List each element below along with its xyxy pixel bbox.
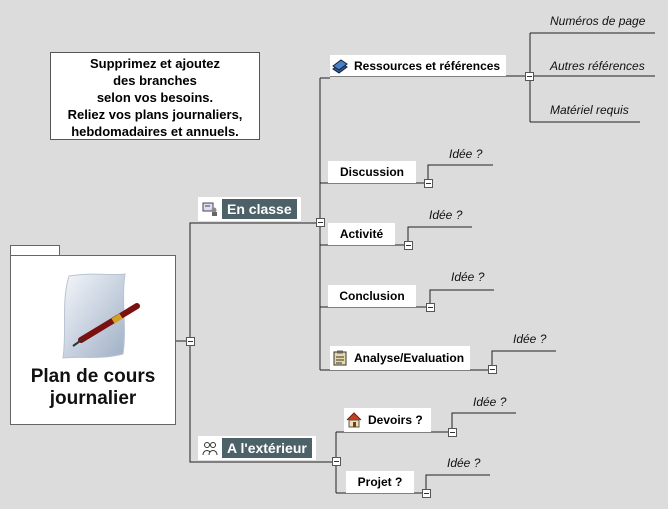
root-collapse-toggle[interactable] bbox=[186, 337, 195, 346]
note-line: des branches bbox=[113, 73, 197, 88]
leaf-idee-analyse[interactable]: Idée ? bbox=[513, 332, 547, 346]
topic-en-classe[interactable]: En classe bbox=[198, 197, 301, 221]
topic-projet-label: Projet ? bbox=[357, 475, 403, 489]
topic-devoirs[interactable]: Devoirs ? bbox=[344, 408, 431, 432]
discussion-collapse-toggle[interactable] bbox=[424, 179, 433, 188]
topic-analyse-label: Analyse/Evaluation bbox=[354, 351, 465, 365]
people-icon bbox=[202, 442, 218, 456]
analyse-collapse-toggle[interactable] bbox=[488, 365, 497, 374]
leaf-materiel-requis[interactable]: Matériel requis bbox=[550, 103, 629, 117]
clipboard-icon bbox=[333, 350, 347, 366]
house-icon bbox=[346, 412, 362, 428]
leaf-idee-projet[interactable]: Idée ? bbox=[447, 456, 481, 470]
leaf-idee-activite[interactable]: Idée ? bbox=[429, 208, 463, 222]
link-root-enclasse bbox=[176, 222, 198, 342]
root-folder-tab bbox=[10, 245, 60, 257]
topic-en-classe-label: En classe bbox=[222, 199, 297, 219]
topic-conclusion-label: Conclusion bbox=[339, 289, 405, 303]
topic-projet[interactable]: Projet ? bbox=[346, 471, 414, 493]
classroom-icon bbox=[202, 202, 217, 216]
leaf-idee-conclusion[interactable]: Idée ? bbox=[451, 270, 485, 284]
topic-conclusion[interactable]: Conclusion bbox=[328, 285, 416, 307]
activite-collapse-toggle[interactable] bbox=[404, 241, 413, 250]
root-title-line: Plan de cours bbox=[30, 366, 156, 387]
topic-activite[interactable]: Activité bbox=[328, 223, 395, 245]
root-topic[interactable]: Plan de cours journalier bbox=[10, 255, 176, 425]
leaf-autres-references[interactable]: Autres références bbox=[550, 59, 645, 73]
root-title: Plan de cours journalier bbox=[11, 366, 175, 410]
topic-exterieur[interactable]: A l'extérieur bbox=[198, 436, 316, 460]
conclusion-collapse-toggle[interactable] bbox=[426, 303, 435, 312]
topic-discussion[interactable]: Discussion bbox=[328, 161, 416, 183]
topic-activite-label: Activité bbox=[339, 227, 384, 241]
note-line: Reliez vos plans journaliers, bbox=[67, 107, 243, 122]
note-line: Supprimez et ajoutez bbox=[89, 56, 221, 71]
leaf-numeros-de-page[interactable]: Numéros de page bbox=[550, 14, 646, 28]
en-classe-collapse-toggle[interactable] bbox=[316, 218, 325, 227]
projet-collapse-toggle[interactable] bbox=[422, 489, 431, 498]
leaf-idee-devoirs[interactable]: Idée ? bbox=[473, 395, 507, 409]
ressources-collapse-toggle[interactable] bbox=[525, 72, 534, 81]
devoirs-collapse-toggle[interactable] bbox=[448, 428, 457, 437]
topic-discussion-label: Discussion bbox=[339, 165, 405, 179]
topic-ressources[interactable]: Ressources et références bbox=[330, 55, 507, 76]
exterieur-collapse-toggle[interactable] bbox=[332, 457, 341, 466]
note-line: hebdomadaires et annuels. bbox=[71, 124, 239, 139]
topic-devoirs-label: Devoirs ? bbox=[368, 413, 423, 427]
leaf-idee-discussion[interactable]: Idée ? bbox=[449, 147, 483, 161]
root-title-line: journalier bbox=[49, 388, 137, 409]
topic-analyse-evaluation[interactable]: Analyse/Evaluation bbox=[330, 346, 471, 370]
note-line: selon vos besoins. bbox=[96, 90, 214, 105]
books-icon bbox=[332, 58, 348, 74]
pen-icon bbox=[62, 273, 140, 359]
topic-exterieur-label: A l'extérieur bbox=[222, 438, 312, 458]
topic-ressources-label: Ressources et références bbox=[354, 58, 501, 73]
instruction-note: Supprimez et ajoutez des branches selon … bbox=[50, 52, 260, 140]
link-root-exterieur bbox=[189, 341, 198, 463]
